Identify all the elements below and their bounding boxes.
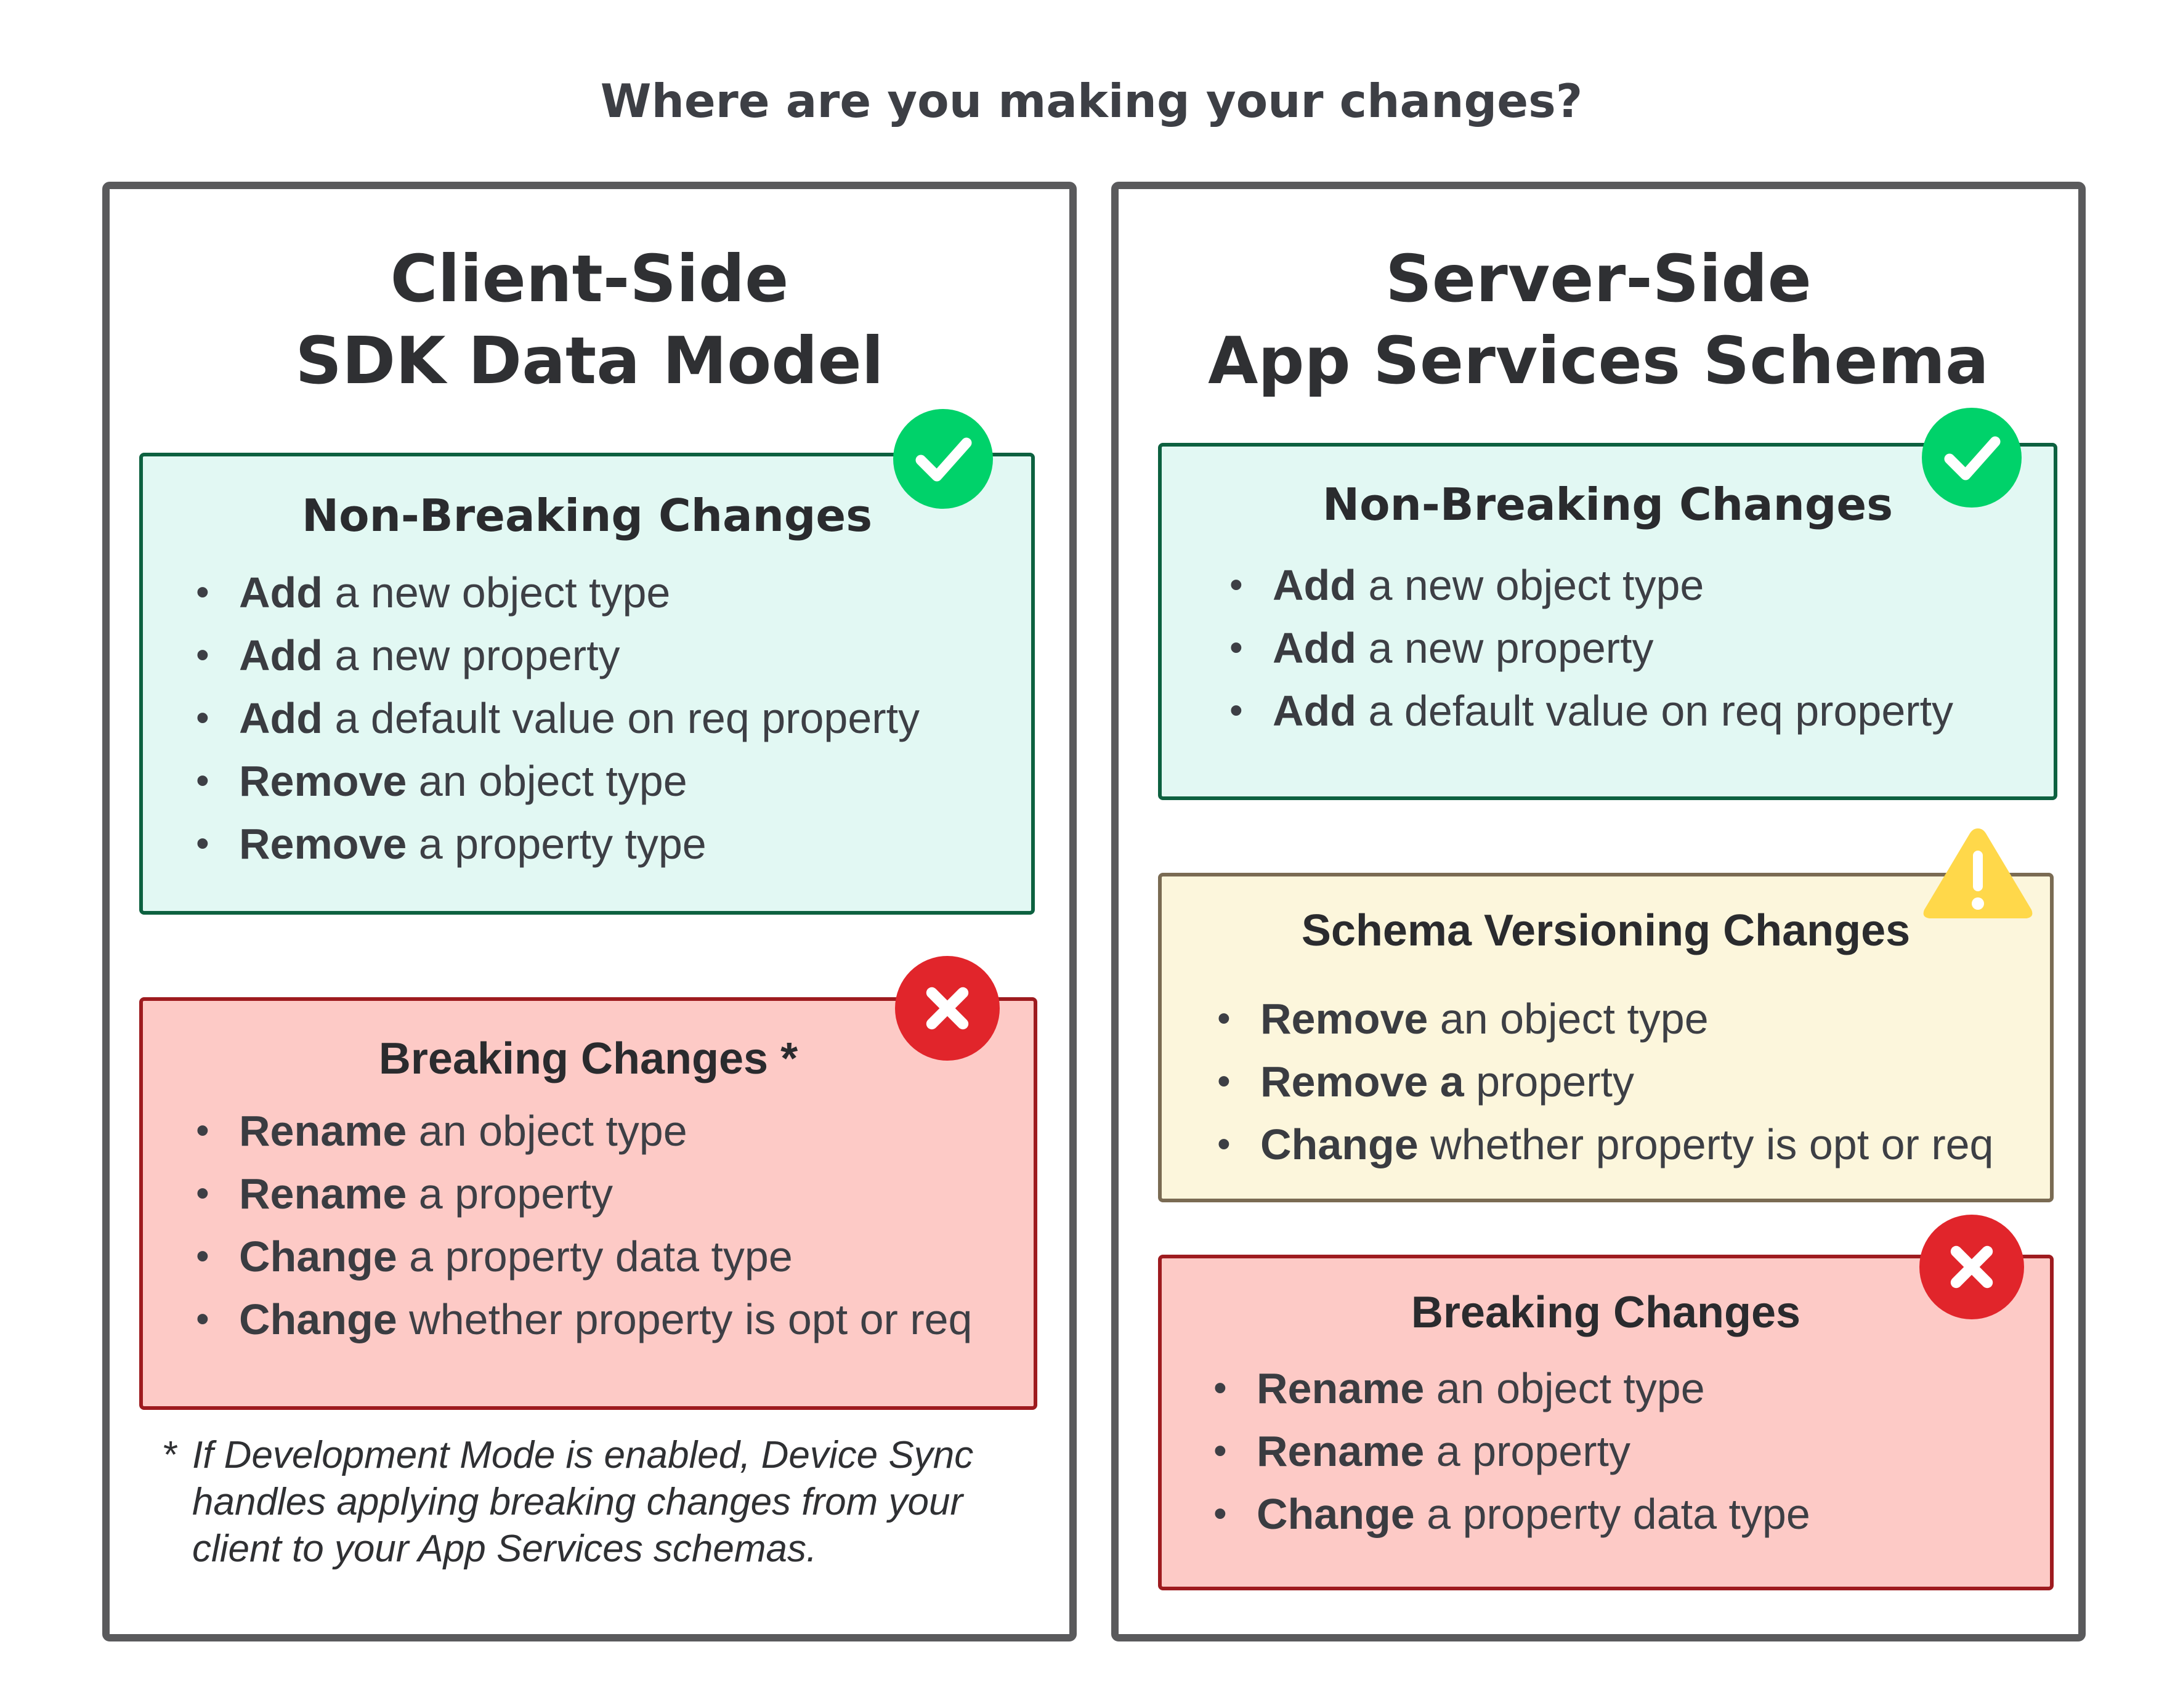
server-title-line1: Server-Side (1385, 241, 1812, 317)
footnote-marker: * (163, 1434, 179, 1476)
list-item: •Remove a property type (196, 820, 707, 868)
list-item: •Rename an object type (196, 1107, 687, 1155)
server-non-breaking-box: Non-Breaking Changes •Add a new object t… (1158, 443, 2057, 800)
list-item: •Add a new property (1229, 624, 1654, 672)
list-item: •Remove an object type (1217, 995, 1709, 1043)
footnote-line2: handles applying breaking changes from y… (192, 1481, 963, 1523)
list-item: •Add a default value on req property (1229, 687, 1954, 735)
server-versioning-title: Schema Versioning Changes (1301, 906, 1911, 955)
list-item: •Rename a property (196, 1170, 613, 1218)
client-non-breaking-title: Non-Breaking Changes (301, 490, 873, 541)
server-versioning-box: Schema Versioning Changes •Remove an obj… (1158, 873, 2054, 1202)
server-breaking-title: Breaking Changes (1411, 1288, 1801, 1337)
client-breaking-box: Breaking Changes * •Rename an object typ… (139, 997, 1037, 1410)
client-non-breaking-box: Non-Breaking Changes •Add a new object t… (139, 453, 1035, 915)
client-non-breaking-list: •Add a new object type •Add a new proper… (196, 561, 920, 875)
list-item: •Change whether property is opt or req (1217, 1120, 1994, 1168)
list-item: •Add a new property (196, 631, 620, 679)
server-versioning-list: •Remove an object type •Remove a propert… (1217, 987, 1994, 1176)
list-item: •Rename an object type (1213, 1364, 1705, 1412)
check-icon (1922, 408, 2022, 508)
client-breaking-title: Breaking Changes * (378, 1034, 798, 1083)
server-side-panel: Server-Side App Services Schema Non-Brea… (1111, 182, 2086, 1641)
client-side-panel: Client-Side SDK Data Model Non-Breaking … (102, 182, 1077, 1641)
client-title-line1: Client-Side (390, 241, 789, 317)
warning-icon (1923, 828, 2033, 918)
check-icon (893, 409, 993, 509)
server-non-breaking-list: •Add a new object type •Add a new proper… (1229, 554, 1953, 742)
client-title-line2: SDK Data Model (295, 323, 884, 399)
diagram-heading: Where are you making your changes? (600, 74, 1583, 128)
footnote-line1: If Development Mode is enabled, Device S… (192, 1434, 974, 1476)
list-item: •Remove a property (1217, 1058, 1634, 1106)
server-panel-title: Server-Side App Services Schema (1119, 238, 2078, 402)
list-item: •Add a new object type (196, 569, 671, 617)
x-icon (895, 956, 1000, 1061)
list-item: •Remove an object type (196, 757, 687, 805)
list-item: •Add a default value on req property (196, 694, 920, 742)
server-breaking-box: Breaking Changes •Rename an object type … (1158, 1255, 2054, 1590)
x-icon (1919, 1215, 2024, 1319)
footnote-line3: client to your App Services schemas. (192, 1528, 817, 1570)
list-item: •Change whether property is opt or req (196, 1295, 973, 1343)
client-breaking-list: •Rename an object type •Rename a propert… (196, 1099, 973, 1351)
server-non-breaking-title: Non-Breaking Changes (1322, 479, 1893, 530)
list-item: •Change a property data type (196, 1232, 793, 1281)
list-item: •Rename a property (1213, 1427, 1630, 1475)
server-title-line2: App Services Schema (1208, 323, 1989, 399)
list-item: •Add a new object type (1229, 561, 1704, 609)
client-panel-title: Client-Side SDK Data Model (110, 238, 1069, 402)
list-item: •Change a property data type (1213, 1490, 1810, 1538)
footnote: * If Development Mode is enabled, Device… (163, 1432, 973, 1572)
server-breaking-list: •Rename an object type •Rename a propert… (1213, 1357, 1810, 1545)
